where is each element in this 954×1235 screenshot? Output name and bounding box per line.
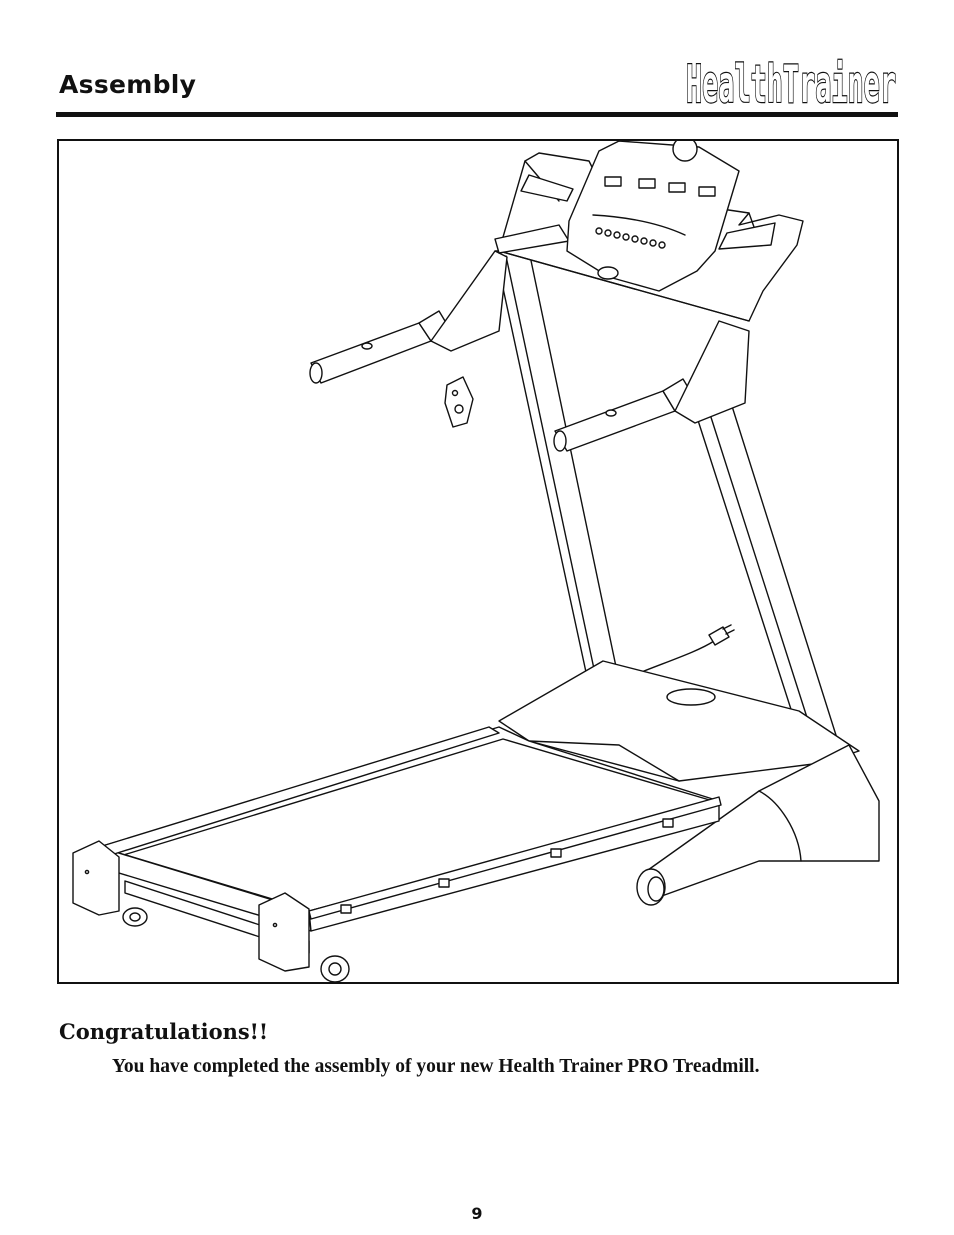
congratulations-heading: Congratulations!! [59,1019,269,1044]
side-arm-left [430,250,508,352]
safety-key [444,376,474,428]
console-display [566,141,740,292]
end-cap-left [72,840,120,916]
side-rail-right [308,796,722,920]
completion-message: You have completed the assembly of your … [112,1056,760,1077]
end-cap-right [258,892,310,972]
header-rule [56,112,898,117]
illustration-frame [57,139,899,984]
console-buttons [595,227,666,249]
treadmill-illustration [72,141,880,982]
section-title: Assembly [59,70,197,99]
brand-logo-text: HealthTrainer [686,55,896,110]
base-right [640,744,880,898]
handlebar-left [309,310,452,384]
wheel-front [122,907,148,927]
side-arm-right [674,320,750,424]
upright-left [494,250,620,687]
handlebar-right [553,378,696,452]
power-plug [708,626,730,646]
power-cord [638,640,715,674]
wheel-rear [320,955,350,982]
brand-logo: HealthTrainer [685,54,897,110]
page-number: 9 [471,1204,483,1223]
